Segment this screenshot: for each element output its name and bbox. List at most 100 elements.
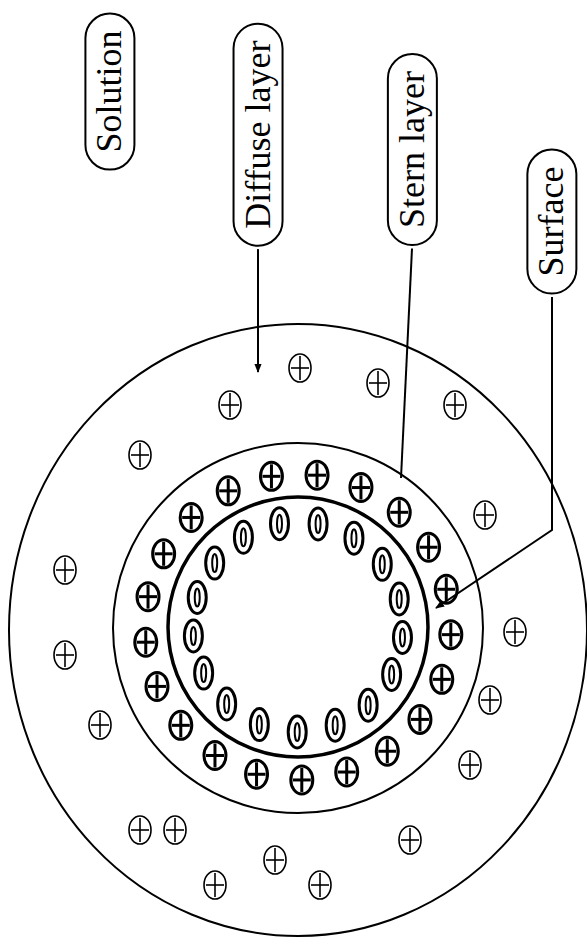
diffuse-cation	[504, 618, 526, 646]
minus-bar	[295, 723, 300, 741]
diffuse-cation	[309, 871, 331, 899]
stern-cation	[146, 672, 168, 700]
plus-bar	[449, 623, 452, 647]
stern-cation	[409, 705, 431, 733]
surface-anion	[390, 583, 408, 615]
plus-bar	[319, 873, 321, 897]
plus-bar	[514, 620, 516, 644]
ion-outline	[291, 766, 313, 794]
plus-bar	[139, 443, 141, 467]
leader-arrow	[257, 249, 259, 372]
stern-cation	[350, 474, 372, 502]
ion-outline	[170, 711, 192, 739]
ion-outline	[326, 709, 344, 741]
minus-bar	[201, 664, 206, 682]
diffuse-cation	[129, 441, 151, 469]
ion-outline	[479, 686, 501, 714]
diffuse-cation	[204, 871, 226, 899]
plus-bar	[377, 371, 379, 395]
ion-outline	[390, 583, 408, 615]
surface-anion	[250, 709, 268, 741]
ion-outline	[180, 503, 202, 531]
ion-outline	[409, 705, 431, 733]
ion-outline	[399, 826, 421, 854]
diffuse-cation	[289, 354, 311, 382]
plus-bar	[469, 753, 471, 777]
plus-bar	[386, 739, 389, 763]
stern-cation	[336, 758, 358, 786]
ion-outline	[204, 742, 226, 770]
plus-bar	[409, 828, 411, 852]
ion-outline	[188, 581, 206, 613]
solution-boundary	[9, 324, 587, 936]
plus-bar	[99, 713, 101, 737]
ion-outline	[359, 689, 377, 721]
ion-outline	[288, 716, 306, 748]
plus-bar	[229, 393, 231, 417]
minus-bar	[191, 627, 196, 645]
stern-cation	[306, 461, 328, 489]
ion-outline	[250, 709, 268, 741]
minus-bar	[366, 696, 371, 714]
ion-outline	[137, 583, 159, 611]
ion-outline	[418, 533, 440, 561]
minus-bar	[389, 666, 394, 684]
label-text: Solution	[89, 31, 129, 153]
plus-bar	[299, 356, 301, 380]
ion-outline	[164, 816, 186, 844]
ion-outline	[393, 621, 411, 653]
ion-outline	[146, 672, 168, 700]
minus-bar	[212, 554, 217, 572]
leader-line	[401, 248, 412, 478]
stern-cation	[388, 498, 410, 526]
diffuse-cation	[54, 556, 76, 584]
stern-cation	[217, 477, 239, 505]
plus-bar	[227, 479, 230, 503]
plus-bar	[445, 577, 448, 601]
stern-cation	[440, 621, 462, 649]
surface-anion	[359, 689, 377, 721]
surface-anion	[288, 716, 306, 748]
ion-outline	[54, 641, 76, 669]
ion-outline	[89, 711, 111, 739]
ion-outline	[431, 665, 453, 693]
ion-outline	[264, 846, 286, 874]
minus-bar	[380, 555, 385, 573]
ion-outline	[373, 548, 391, 580]
ion-outline	[336, 758, 358, 786]
ion-outline	[218, 688, 236, 720]
ion-outline	[153, 540, 175, 568]
stern-cation	[418, 533, 440, 561]
plus-bar	[345, 760, 348, 784]
ion-outline	[204, 871, 226, 899]
ion-outline	[383, 659, 401, 691]
plus-bar	[316, 463, 319, 487]
ion-outline	[135, 628, 157, 656]
stern-cation	[435, 575, 457, 603]
diffuse-cation	[474, 501, 496, 529]
label-text: Stern layer	[391, 72, 431, 229]
minus-bar	[351, 529, 356, 547]
leader-arrow	[436, 297, 552, 608]
label-box: Stern layer	[386, 54, 437, 247]
ion-outline	[260, 462, 282, 490]
ion-outline	[345, 522, 363, 554]
surface-anion	[345, 522, 363, 554]
plus-bar	[398, 500, 401, 524]
surface-anion	[383, 659, 401, 691]
plus-bar	[418, 707, 421, 731]
minus-bar	[257, 716, 262, 734]
plus-bar	[147, 585, 150, 609]
plus-bar	[300, 768, 303, 792]
surface-anion	[373, 548, 391, 580]
ion-outline	[309, 871, 331, 899]
label-box: Solution	[84, 13, 135, 171]
ion-outline	[234, 521, 252, 553]
stern-cation	[170, 711, 192, 739]
ion-outline	[388, 498, 410, 526]
plus-bar	[162, 542, 165, 566]
stern-cation	[246, 760, 268, 788]
surface-anion	[195, 657, 213, 689]
plus-bar	[64, 643, 66, 667]
diffuse-cation	[399, 826, 421, 854]
